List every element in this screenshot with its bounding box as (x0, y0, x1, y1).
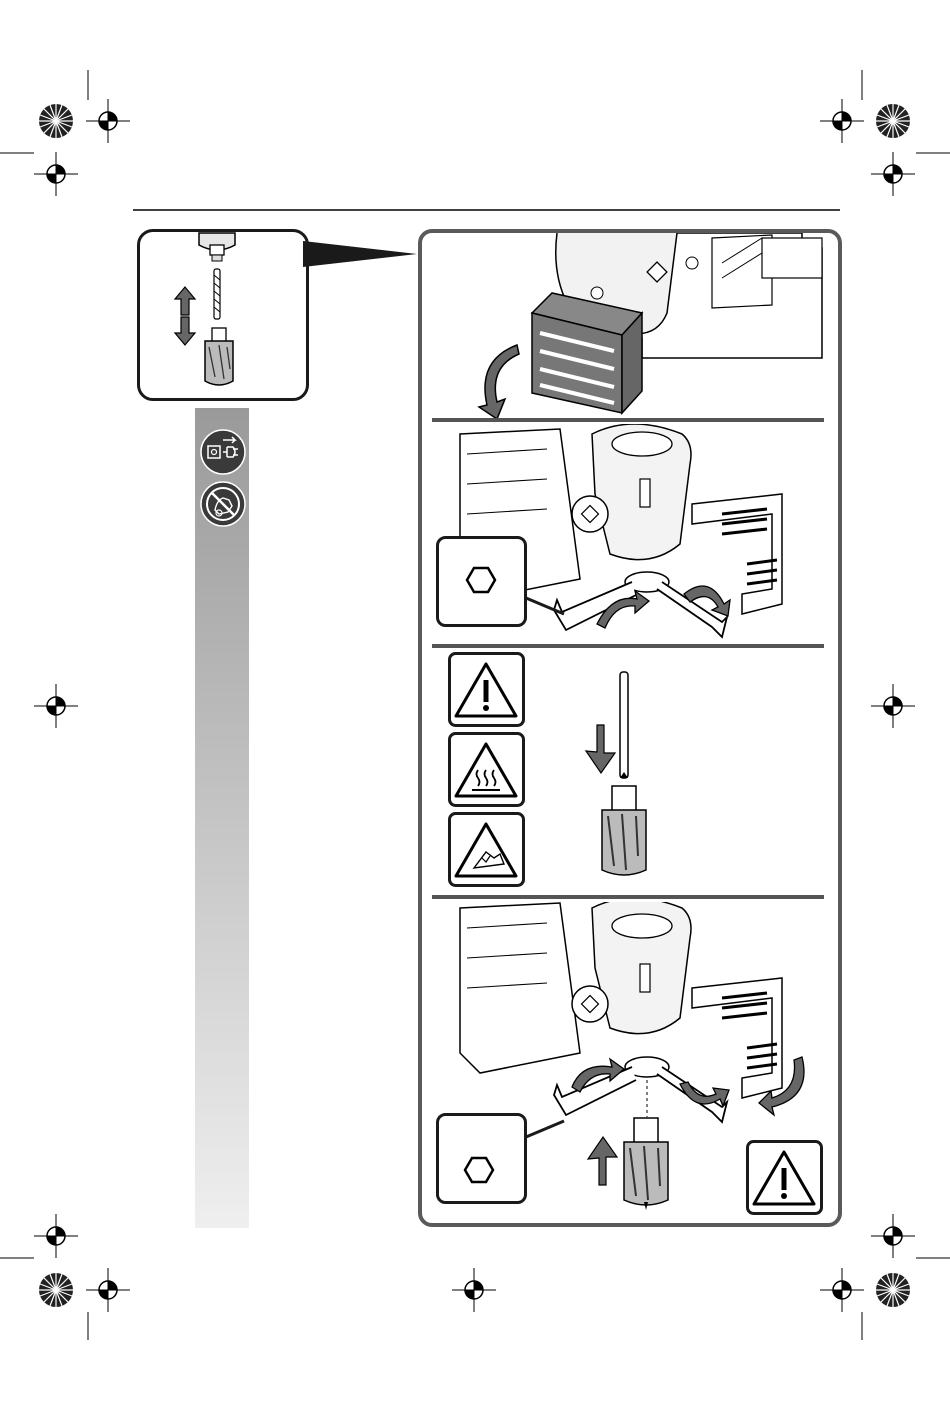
hexagon-socket-icon (436, 536, 566, 630)
callout-pointer (303, 241, 417, 267)
step-divider (432, 418, 824, 422)
step-divider (432, 895, 824, 899)
step-divider (432, 644, 824, 648)
rotate-arrow-icon (479, 345, 519, 418)
down-arrow-icon (586, 725, 615, 773)
up-arrow-icon (588, 1137, 617, 1185)
wear-protective-gloves-icon (199, 480, 247, 528)
drill-chuck-icon (199, 233, 235, 261)
step-3-illustration (580, 668, 670, 890)
hexagon-socket-icon (436, 1113, 566, 1207)
ejector-pin-icon (620, 672, 628, 778)
sharp-edge-warning-icon (448, 812, 526, 888)
twist-drill-icon (214, 269, 220, 319)
core-cutter-icon (205, 328, 233, 385)
sidebar-strip (195, 408, 249, 1228)
core-cutter-icon (624, 1118, 668, 1210)
warning-triangle-icon (448, 652, 526, 728)
inset-illustration (137, 229, 437, 404)
up-down-arrow-icon (175, 287, 195, 345)
warning-triangle-icon (746, 1140, 824, 1216)
hot-surface-warning-icon (448, 732, 526, 808)
core-cutter-icon (602, 786, 646, 875)
step-1-illustration (422, 233, 834, 418)
disconnect-mains-plug-icon (199, 428, 247, 476)
chip-guard-icon (532, 293, 642, 413)
